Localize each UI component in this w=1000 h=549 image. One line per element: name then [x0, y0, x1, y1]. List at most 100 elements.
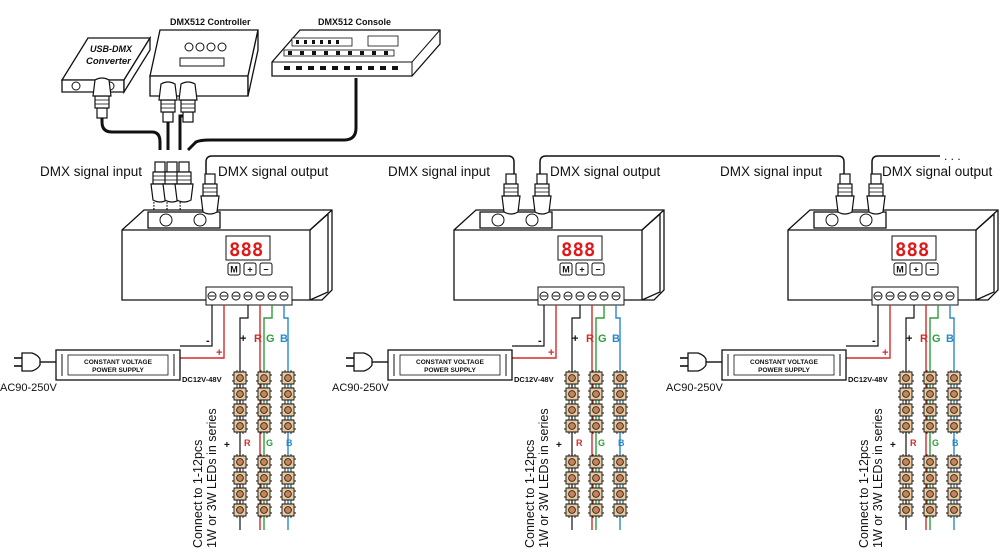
led-chip-icon	[611, 417, 629, 435]
led-chip-icon	[945, 469, 963, 487]
led-chip-icon	[279, 401, 297, 419]
led-chip-icon	[611, 385, 629, 403]
led-display	[557, 235, 603, 261]
xlr-socket-icon	[825, 213, 839, 227]
panel-button-m	[559, 262, 573, 276]
panel-button-minus	[925, 262, 939, 276]
panel-button-plus	[909, 262, 923, 276]
terminal-neg-label: -	[538, 335, 542, 347]
led-chip-icon	[921, 469, 939, 487]
terminal-plus-label: +	[240, 333, 246, 345]
xlr-connector-icon	[532, 173, 552, 215]
led-chip-icon	[279, 501, 297, 519]
led-chip-icon	[255, 485, 273, 503]
panel-button-label: −	[929, 265, 934, 275]
mid-plus-label: +	[224, 440, 230, 451]
led-note-line1: Connect to 1-12pcs	[857, 440, 871, 548]
panel-button-m	[227, 262, 241, 276]
led-chip-icon	[945, 501, 963, 519]
dmx-output-label-1: DMX signal output	[218, 164, 329, 179]
led-chip-icon	[255, 453, 273, 471]
dmx-input-label-2: DMX signal input	[388, 164, 490, 179]
led-chip-icon	[255, 385, 273, 403]
display-digits: 888	[895, 239, 929, 261]
led-chip-icon	[255, 501, 273, 519]
led-chip-icon	[587, 501, 605, 519]
led-chip-icon	[563, 453, 581, 471]
led-chip-icon	[563, 401, 581, 419]
terminal-b-label: B	[946, 333, 954, 345]
xlr-socket-icon	[159, 213, 173, 227]
led-chip-icon	[563, 469, 581, 487]
led-chip-icon	[611, 401, 629, 419]
panel-button-m	[893, 262, 907, 276]
panel-button-label: +	[579, 265, 584, 275]
terminal-b-label: B	[612, 333, 620, 345]
xlr-socket-icon	[859, 213, 873, 227]
led-chip-icon	[255, 401, 273, 419]
continuation-ellipsis: . . .	[944, 149, 961, 163]
psu-label-line2: POWER SUPPLY	[758, 367, 810, 374]
wire-neg	[846, 305, 879, 347]
psu-label-line2: POWER SUPPLY	[92, 367, 144, 374]
led-chip-icon	[897, 501, 915, 519]
led-chip-icon	[587, 369, 605, 387]
mid-g-label: G	[598, 438, 605, 448]
panel-button-minus	[259, 262, 273, 276]
led-chip-icon	[611, 501, 629, 519]
led-chip-icon	[945, 417, 963, 435]
led-chip-icon	[921, 385, 939, 403]
led-chip-icon	[231, 369, 249, 387]
led-note-line2: 1W or 3W LEDs in series	[537, 408, 551, 548]
psu-label-line1: CONSTANT VOLTAGE	[750, 359, 819, 366]
mid-g-label: G	[266, 438, 273, 448]
terminal-pos-label: +	[882, 347, 888, 359]
led-chip-icon	[231, 485, 249, 503]
wire-pos-in	[180, 305, 225, 359]
led-chip-icon	[279, 453, 297, 471]
psu-label-line1: CONSTANT VOLTAGE	[84, 359, 153, 366]
daisy-chain-cables	[205, 155, 940, 186]
led-chip-icon	[231, 469, 249, 487]
display-digits: 888	[561, 239, 595, 261]
usb-dmx-label-line2: Converter	[86, 56, 132, 67]
led-chip-icon	[897, 469, 915, 487]
led-note-line1: Connect to 1-12pcs	[523, 440, 537, 548]
led-chip-icon	[945, 453, 963, 471]
led-note-line1: Connect to 1-12pcs	[191, 440, 205, 548]
terminal-g-label: G	[932, 333, 941, 345]
led-chip-icon	[231, 401, 249, 419]
panel-button-label: M	[230, 265, 238, 275]
dmx-sockets	[147, 211, 221, 229]
led-note-line2: 1W or 3W LEDs in series	[205, 408, 219, 548]
dmx512-controller-label: DMX512 Controller	[170, 17, 251, 27]
mid-b-label: B	[618, 438, 625, 448]
led-chip-icon	[921, 453, 939, 471]
led-chip-icon	[897, 401, 915, 419]
led-chip-icon	[945, 401, 963, 419]
ac-voltage-label: AC90-250V	[0, 382, 58, 394]
led-chip-icon	[563, 369, 581, 387]
terminal-neg-label: -	[206, 335, 210, 347]
dc-voltage-label: DC12V-48V	[182, 375, 222, 384]
terminal-r-label: R	[920, 333, 928, 345]
xlr-connector-icon	[866, 173, 886, 215]
led-note-line2: 1W or 3W LEDs in series	[871, 408, 885, 548]
panel-button-label: −	[595, 265, 600, 275]
led-chip-icon	[897, 385, 915, 403]
terminal-r-label: R	[254, 333, 262, 345]
mid-r-label: R	[910, 438, 917, 448]
led-chip-icon	[897, 453, 915, 471]
dmx-output-label-2: DMX signal output	[550, 164, 661, 179]
led-chip-icon	[611, 369, 629, 387]
xlr-socket-icon	[525, 213, 539, 227]
led-chip-icon	[611, 485, 629, 503]
terminal-plus-label: +	[906, 333, 912, 345]
mid-r-label: R	[244, 438, 251, 448]
ac-voltage-label: AC90-250V	[332, 382, 390, 394]
led-chip-icon	[897, 417, 915, 435]
mid-b-label: B	[952, 438, 959, 448]
led-chip-icon	[611, 453, 629, 471]
led-chip-icon	[921, 501, 939, 519]
